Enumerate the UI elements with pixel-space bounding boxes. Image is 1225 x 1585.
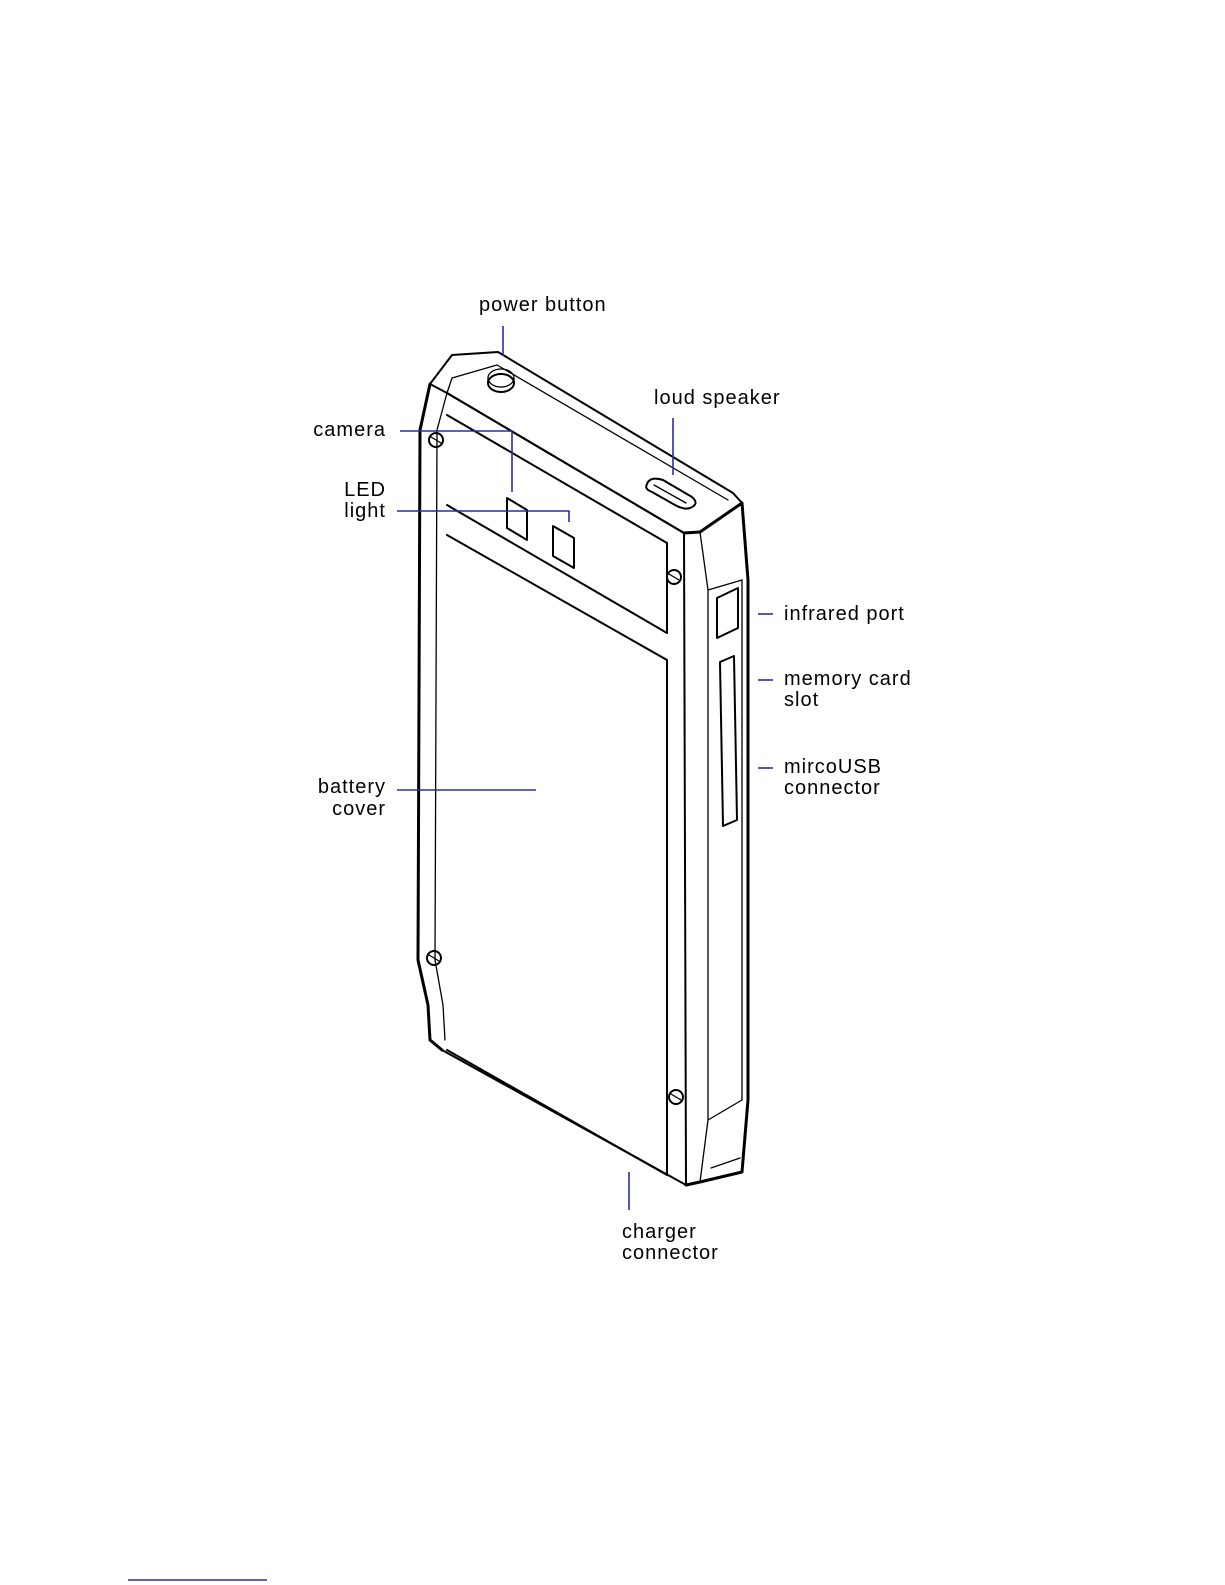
screw-icon — [669, 1090, 683, 1104]
micro-usb-label-line2: connector — [784, 777, 881, 799]
phone-body — [418, 352, 748, 1185]
charger-connector-label-line2: connector — [622, 1242, 719, 1264]
micro-usb-label-line1: mircoUSB — [784, 756, 882, 778]
battery-cover-label-line2: cover — [332, 798, 386, 820]
led-label-line2: light — [344, 500, 386, 522]
battery-cover-label-line1: battery — [318, 776, 386, 798]
battery-cover-panel — [447, 535, 667, 1175]
infrared-port-label: infrared port — [784, 603, 905, 625]
screw-icon — [667, 570, 681, 584]
camera-panel — [447, 415, 667, 633]
screw-icon — [429, 433, 443, 447]
memory-card-label-line1: memory card — [784, 668, 912, 690]
loud-speaker-label: loud speaker — [654, 387, 781, 409]
charger-connector-label-line1: charger — [622, 1221, 697, 1243]
led-light-leader — [397, 511, 569, 522]
memory-card-label-line2: slot — [784, 689, 819, 711]
screw-icon — [427, 951, 441, 965]
phone-left-rail — [418, 384, 442, 1050]
camera-lens-square — [507, 498, 527, 540]
led-light-square — [553, 526, 574, 568]
phone-right-side-bevel-bottom — [708, 1100, 742, 1120]
phone-left-rail-inner — [435, 393, 447, 1040]
camera-label: camera — [313, 419, 386, 441]
leader-lines — [397, 326, 773, 1210]
power-button-label: power button — [479, 294, 607, 316]
phone-right-side-inner — [700, 532, 708, 1182]
labels: power button loud speaker camera LED lig… — [313, 294, 911, 1264]
bottom-edge-detail — [711, 1158, 740, 1168]
camera-leader — [400, 431, 512, 492]
infrared-port-shape — [717, 588, 738, 638]
led-label-line1: LED — [344, 479, 386, 501]
loud-speaker-grille — [646, 479, 695, 509]
memory-card-slot-shape — [720, 656, 737, 826]
